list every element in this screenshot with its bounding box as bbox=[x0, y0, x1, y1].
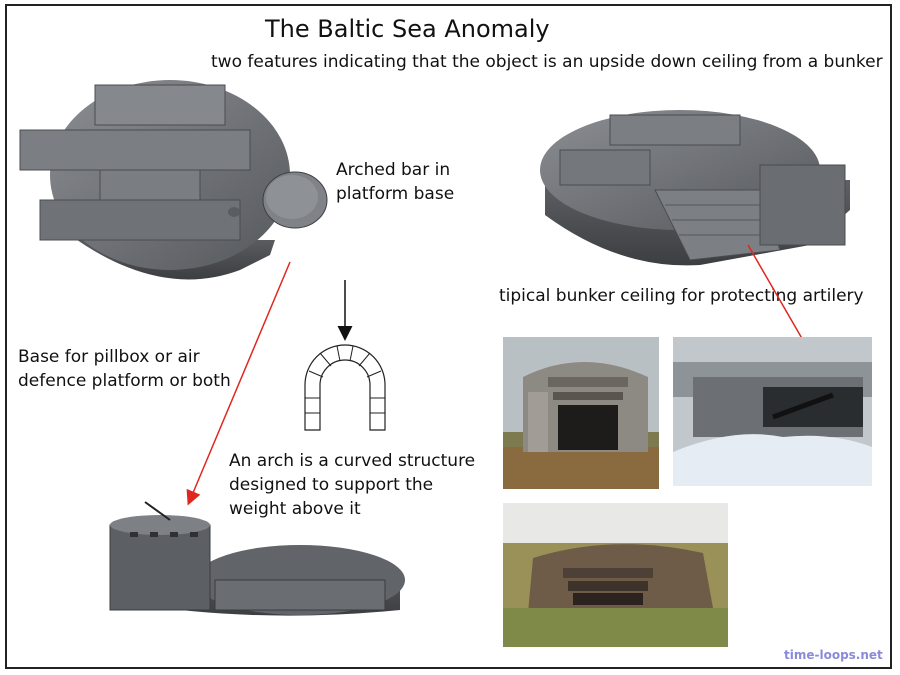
anomaly-top-render bbox=[19, 80, 328, 280]
pillbox-base-label-line1: Base for pillbox or air bbox=[18, 347, 200, 367]
poster-frame bbox=[5, 4, 892, 669]
arch-diagram bbox=[304, 280, 386, 431]
bunker-photo-3 bbox=[503, 503, 728, 647]
arched-bar-label-line2: platform base bbox=[336, 184, 455, 204]
arch-definition-line1: An arch is a curved structure bbox=[229, 451, 476, 471]
page-subtitle: two features indicating that the object … bbox=[211, 52, 883, 72]
pillbox-base-label-line2: defence platform or both bbox=[18, 371, 231, 391]
arch-definition-line2: designed to support the bbox=[229, 475, 434, 495]
bunker-photo-1 bbox=[503, 337, 659, 489]
page-title: The Baltic Sea Anomaly bbox=[265, 15, 550, 43]
red-arrow-top-to-flipped bbox=[186, 261, 291, 506]
arched-bar-label-line1: Arched bar in bbox=[336, 160, 451, 180]
watermark: time-loops.net bbox=[784, 648, 883, 662]
anomaly-side-render bbox=[540, 110, 850, 266]
arch-definition-line3: weight above it bbox=[229, 499, 361, 519]
bunker-ceiling-label: tipical bunker ceiling for protecting ar… bbox=[499, 286, 864, 306]
bunker-photo-2 bbox=[673, 337, 872, 486]
anomaly-flipped-render bbox=[109, 501, 405, 616]
